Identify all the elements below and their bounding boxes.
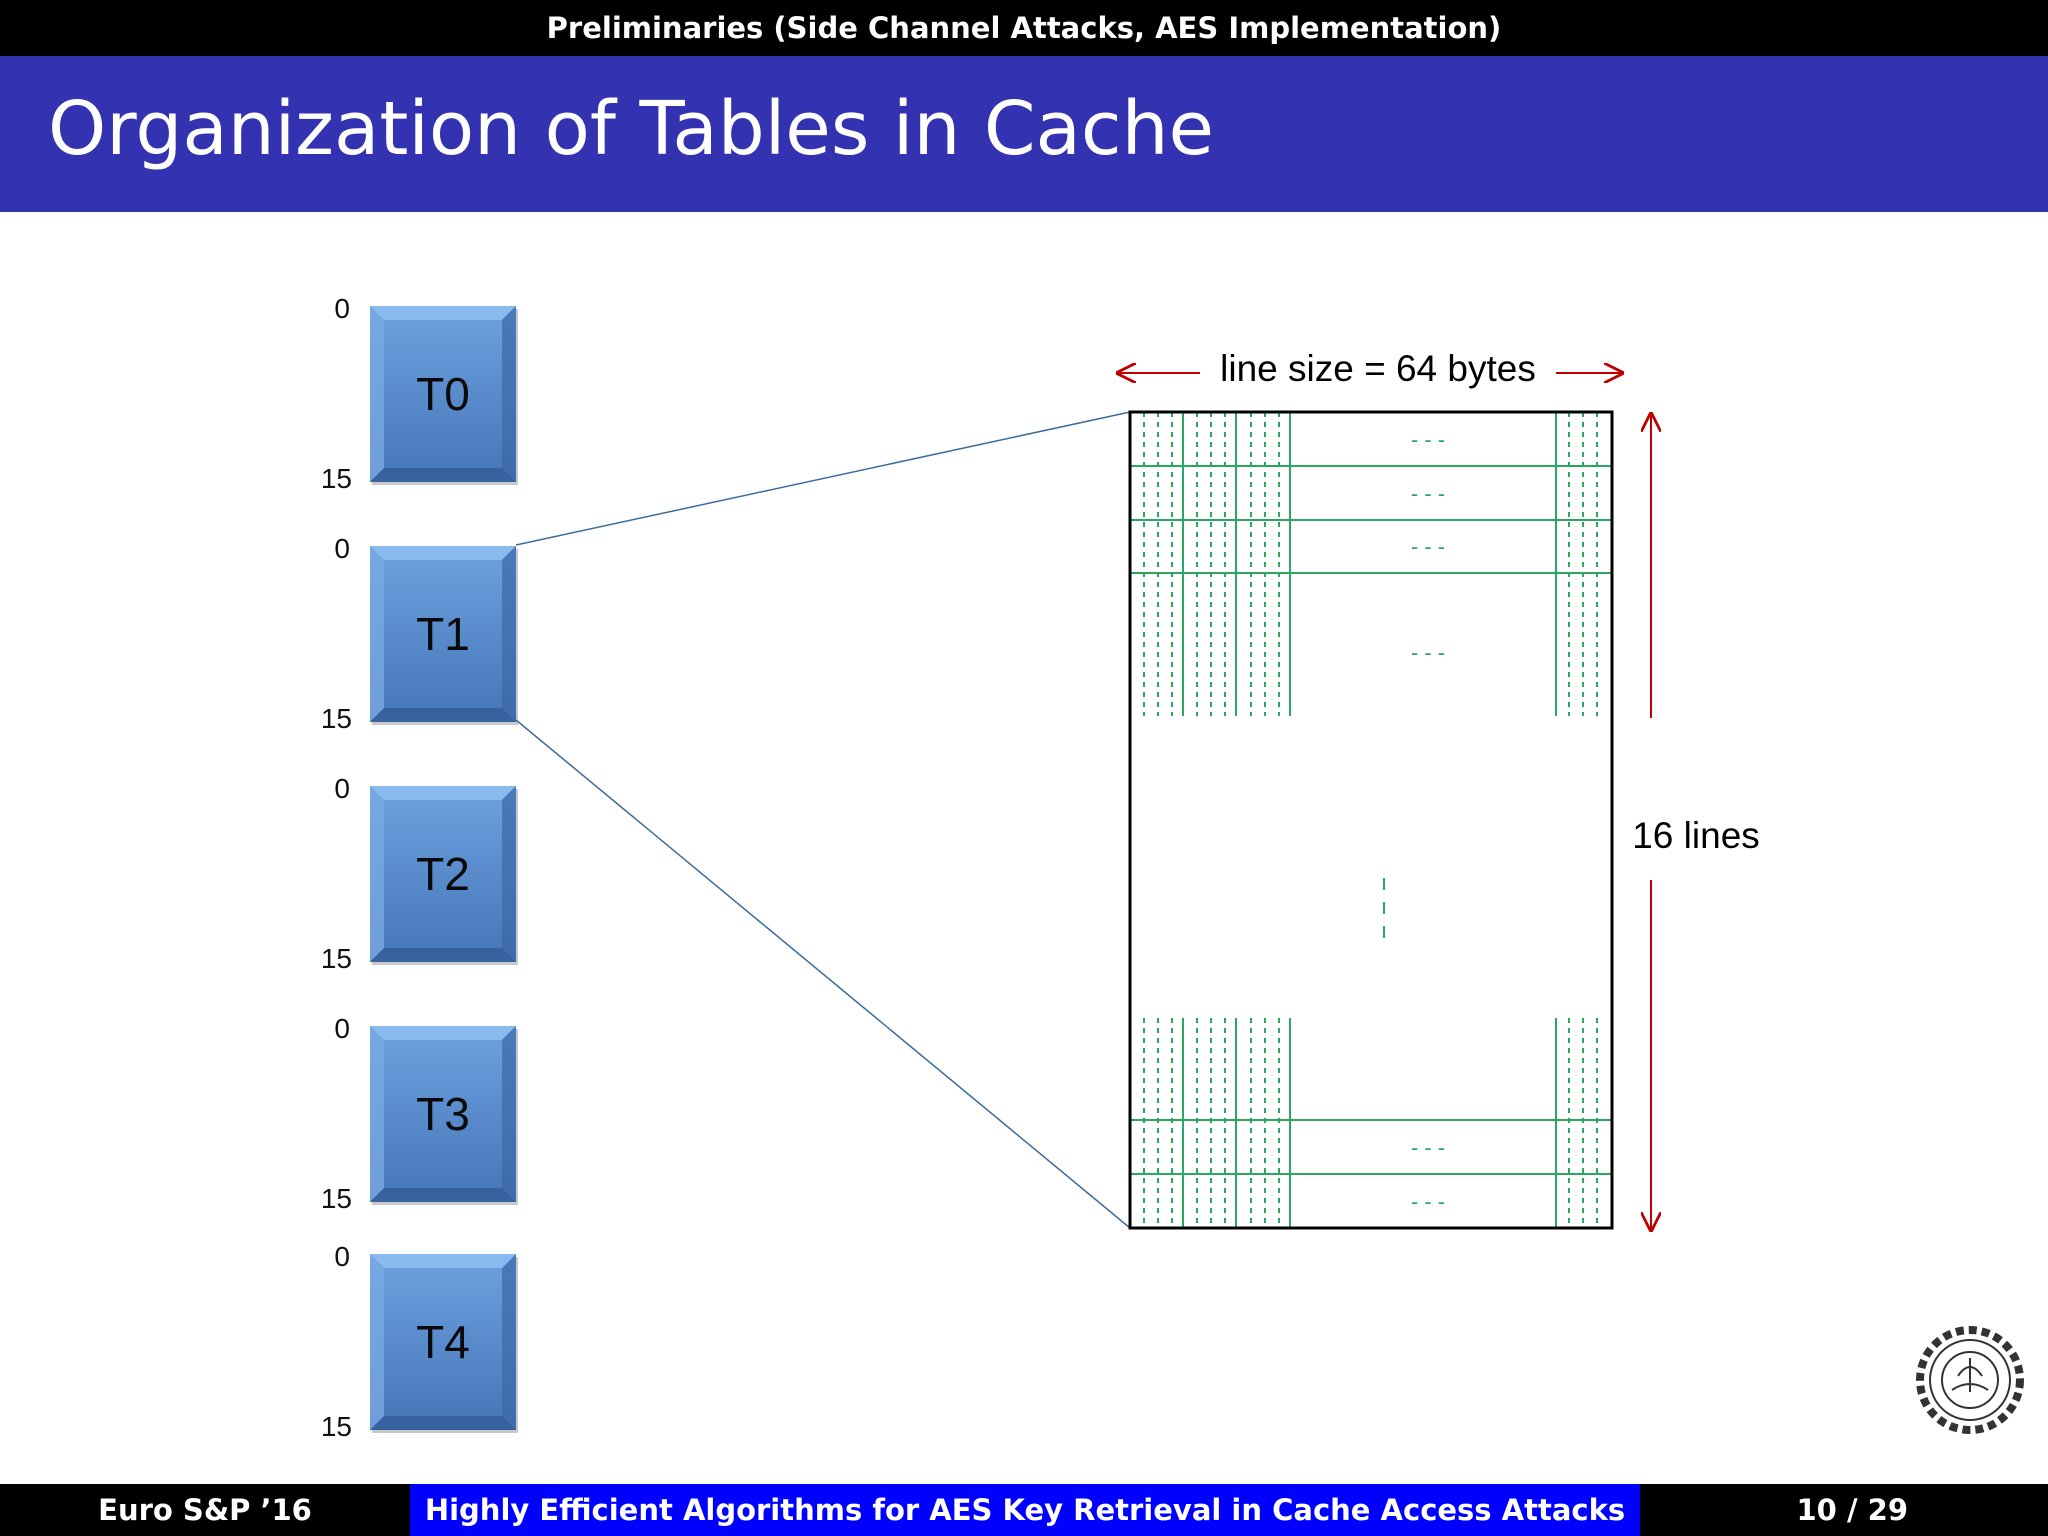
table-block-t2: T2 0 15 [321, 773, 518, 974]
cache-line-dashes: - - - [1411, 534, 1445, 559]
table-block-t0: T0 0 15 [321, 293, 518, 494]
table-end-index: 15 [321, 463, 352, 494]
section-header: Preliminaries (Side Channel Attacks, AES… [0, 0, 2048, 56]
zoom-line-top [515, 411, 1131, 546]
lines-label: 16 lines [1632, 815, 1760, 856]
table-end-index: 15 [321, 943, 352, 974]
table-start-index: 0 [334, 293, 350, 324]
footer-page-number: 10 / 29 [1640, 1484, 2048, 1536]
table-label: T1 [416, 608, 470, 660]
footer: Euro S&P ’16 Highly Efficient Algorithms… [0, 1484, 2048, 1536]
table-block-t4: T4 0 15 [321, 1241, 518, 1442]
cache-line-dashes: - - - [1411, 1189, 1445, 1214]
line-size-label: line size = 64 bytes [1220, 348, 1536, 389]
slide-title: Organization of Tables in Cache [48, 86, 1215, 172]
cache-line-dashes: - - - [1411, 427, 1445, 452]
table-end-index: 15 [321, 703, 352, 734]
footer-paper-title: Highly Efficient Algorithms for AES Key … [410, 1484, 1640, 1536]
table-label: T3 [416, 1088, 470, 1140]
footer-conference: Euro S&P ’16 [0, 1484, 410, 1536]
section-title: Preliminaries (Side Channel Attacks, AES… [546, 11, 1502, 45]
cache-line-dashes: - - - [1411, 640, 1445, 665]
iit-bombay-seal-icon [1916, 1326, 2024, 1434]
cache-grid: - - - - - - - - - - - - - - - - - - [1130, 412, 1612, 1228]
table-label: T0 [416, 368, 470, 420]
zoom-line-bottom [515, 719, 1131, 1229]
cache-line-dashes: - - - [1411, 1135, 1445, 1160]
title-bar [0, 56, 2048, 212]
table-start-index: 0 [334, 533, 350, 564]
table-start-index: 0 [334, 1241, 350, 1272]
table-start-index: 0 [334, 1013, 350, 1044]
cache-box [1128, 410, 1614, 1230]
table-label: T2 [416, 848, 470, 900]
table-block-t1: T1 0 15 [321, 533, 518, 734]
table-end-index: 15 [321, 1183, 352, 1214]
cache-line-dashes: - - - [1411, 481, 1445, 506]
table-label: T4 [416, 1316, 470, 1368]
table-block-t3: T3 0 15 [321, 1013, 518, 1214]
table-end-index: 15 [321, 1411, 352, 1442]
table-start-index: 0 [334, 773, 350, 804]
